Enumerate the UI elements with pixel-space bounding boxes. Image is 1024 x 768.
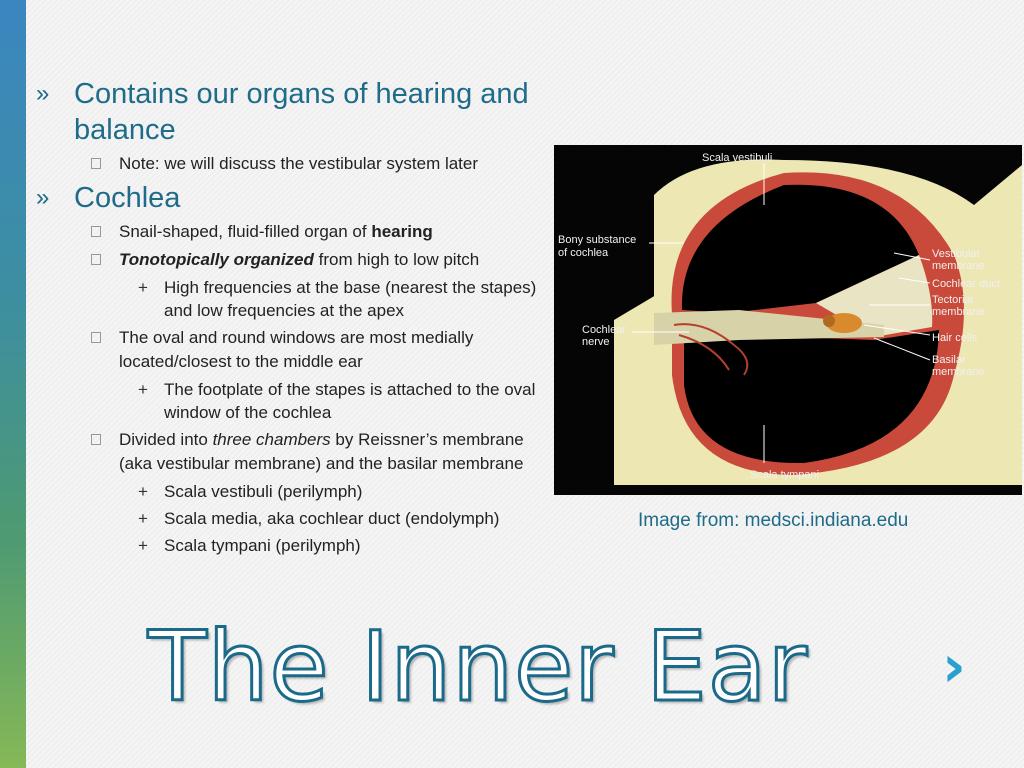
label-hair-cells: Hair cells — [932, 332, 978, 344]
decorative-side-bar — [0, 0, 26, 768]
cochlea-illustration: Scala vestibuli Bony substance of cochle… — [554, 145, 1022, 495]
bullet-box-icon — [91, 158, 101, 169]
bullet-level3: + Scala vestibuli (perilymph) — [36, 480, 556, 503]
bullet-marker: + — [138, 509, 148, 528]
bullet-level2: Tonotopically organized from high to low… — [36, 248, 556, 272]
bullet-text: Divided into — [119, 430, 213, 449]
bullet-text: Snail-shaped, fluid-filled organ of — [119, 222, 372, 241]
bullet-marker: » — [36, 80, 50, 107]
bullet-marker: + — [138, 278, 148, 297]
cochlea-cross-section-figure: Scala vestibuli Bony substance of cochle… — [554, 145, 1022, 495]
bullet-marker: + — [138, 536, 148, 555]
bullet-level3: + High frequencies at the base (nearest … — [36, 276, 556, 322]
label-vestibular-membrane-2: membrane — [932, 260, 985, 272]
bullet-text: Scala vestibuli (perilymph) — [164, 482, 363, 501]
label-bony-substance: Bony substance — [558, 234, 636, 246]
label-basilar-membrane-2: membrane — [932, 366, 985, 378]
bullet-level3: + The footplate of the stapes is attache… — [36, 378, 556, 424]
bullet-marker: + — [138, 482, 148, 501]
bullet-level3: + Scala tympani (perilymph) — [36, 534, 556, 557]
bullet-text: The footplate of the stapes is attached … — [164, 380, 536, 422]
slide-title: The Inner Ear — [146, 611, 809, 724]
bullet-text: High frequencies at the base (nearest th… — [164, 278, 537, 320]
bullet-level2: The oval and round windows are most medi… — [36, 326, 556, 374]
label-bony-substance-2: of cochlea — [558, 247, 609, 259]
bullet-text: Scala tympani (perilymph) — [164, 536, 361, 555]
bullet-bold-text: hearing — [371, 222, 433, 241]
bullet-box-icon — [91, 254, 101, 265]
bullet-text: Scala media, aka cochlear duct (endolymp… — [164, 509, 500, 528]
bullet-emphasis-text: three chambers — [212, 430, 331, 449]
bullet-text: from high to low pitch — [313, 250, 480, 269]
bullet-level2: Snail-shaped, fluid-filled organ of hear… — [36, 220, 556, 244]
label-tectorial-membrane-2: membrane — [932, 306, 985, 318]
bullet-box-icon — [91, 226, 101, 237]
bullet-text: The oval and round windows are most medi… — [119, 328, 474, 371]
label-scala-vestibuli: Scala vestibuli — [702, 152, 772, 164]
bullet-level2: Divided into three chambers by Reissner’… — [36, 428, 556, 476]
label-scala-tympani: Scala tympani — [750, 469, 819, 481]
bullet-marker: + — [138, 380, 148, 399]
label-basilar-membrane: Basilar — [932, 354, 966, 366]
bullet-text: Cochlea — [74, 182, 181, 214]
bullet-level2: Note: we will discuss the vestibular sys… — [36, 152, 556, 176]
chevron-right-icon[interactable]: › — [942, 632, 966, 700]
bullet-content: » Contains our organs of hearing and bal… — [36, 76, 556, 557]
bullet-level1: » Contains our organs of hearing and bal… — [36, 76, 556, 148]
label-cochlear-nerve: Cochlear — [582, 324, 626, 336]
label-vestibular-membrane: Vestibular — [932, 248, 981, 260]
label-tectorial-membrane: Tectorial — [932, 294, 973, 306]
bullet-text: by Reissner’s membrane (aka vestibular m… — [119, 430, 524, 473]
bullet-level1: » Cochlea — [36, 180, 556, 216]
bullet-text: Note: we will discuss the vestibular sys… — [119, 154, 479, 173]
bullet-box-icon — [91, 434, 101, 445]
label-cochlear-duct: Cochlear duct — [932, 278, 1000, 290]
bullet-box-icon — [91, 332, 101, 343]
bullet-marker: » — [36, 184, 50, 211]
bullet-text: Contains our organs of hearing and balan… — [74, 78, 529, 146]
bullet-emphasis-text: Tonotopically organized — [119, 250, 314, 269]
label-cochlear-nerve-2: nerve — [582, 336, 610, 348]
bullet-level3: + Scala media, aka cochlear duct (endoly… — [36, 507, 556, 530]
figure-caption: Image from: medsci.indiana.edu — [638, 510, 909, 531]
